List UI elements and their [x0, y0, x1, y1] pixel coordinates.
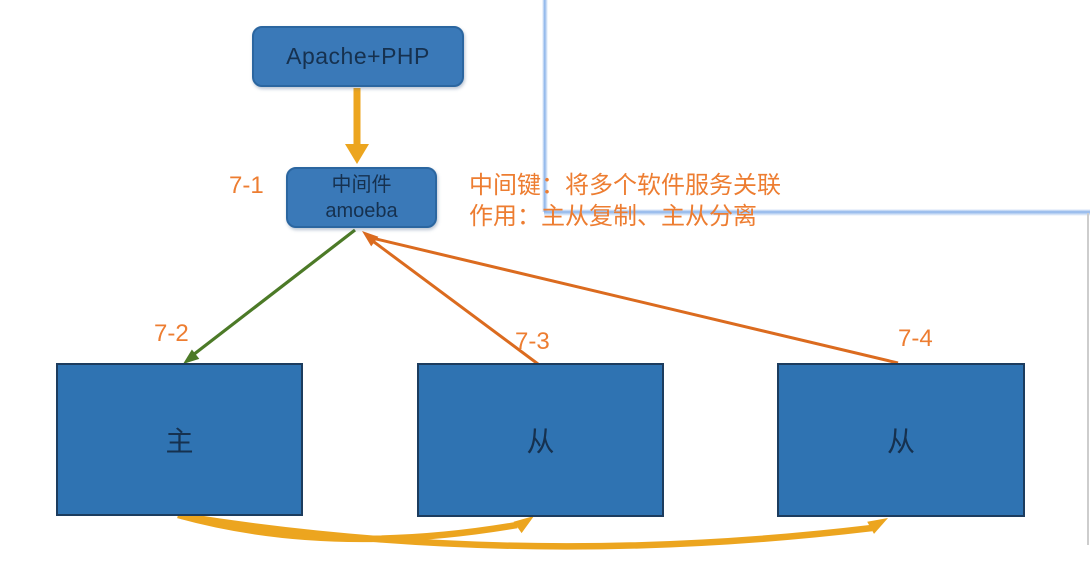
middleware-annotation-line2: 作用：主从复制、主从分离 [469, 203, 757, 230]
node-slave-1: 从 [417, 363, 664, 517]
node-apache-php: Apache+PHP [252, 26, 464, 87]
arrow-slaves-to-amoeba-head [362, 231, 379, 247]
node-apache-php-label: Apache+PHP [286, 43, 430, 69]
node-middleware-amoeba: 中间件 amoeba [286, 167, 437, 228]
arrow-apache-to-amoeba-head [345, 144, 369, 164]
arrow-master-to-slave2-head [867, 518, 888, 534]
node-middleware-label-line2: amoeba [325, 199, 398, 222]
arrow-slave1-to-amoeba-line [369, 237, 539, 366]
step-label-7-4: 7-4 [898, 325, 933, 352]
middleware-annotation-line1: 中间键：将多个软件服务关联 [469, 172, 781, 199]
arrow-amoeba-to-master-head [183, 349, 200, 364]
overlay-panel-left-edge [542, 0, 548, 212]
middleware-annotation: 中间键：将多个软件服务关联 作用：主从复制、主从分离 [469, 170, 781, 232]
page-boundary-line [1087, 213, 1089, 545]
arrow-master-to-slave1-head [513, 516, 534, 534]
arrow-slave2-to-amoeba-line [371, 236, 899, 365]
node-slave-2-label: 从 [886, 426, 915, 457]
arrow-amoeba-to-master-line [192, 228, 356, 357]
node-middleware-label-line1: 中间件 [331, 173, 392, 196]
node-slave-2: 从 [777, 363, 1025, 517]
node-slave-1-label: 从 [526, 426, 555, 457]
overlay-panel-bottom-edge [544, 209, 1090, 216]
step-label-7-1: 7-1 [229, 172, 264, 199]
node-master-label: 主 [165, 425, 194, 457]
step-label-7-2: 7-2 [154, 320, 189, 347]
step-label-7-3: 7-3 [515, 328, 550, 355]
arrow-master-to-slave2-curve [181, 512, 873, 550]
node-master: 主 [56, 363, 303, 516]
